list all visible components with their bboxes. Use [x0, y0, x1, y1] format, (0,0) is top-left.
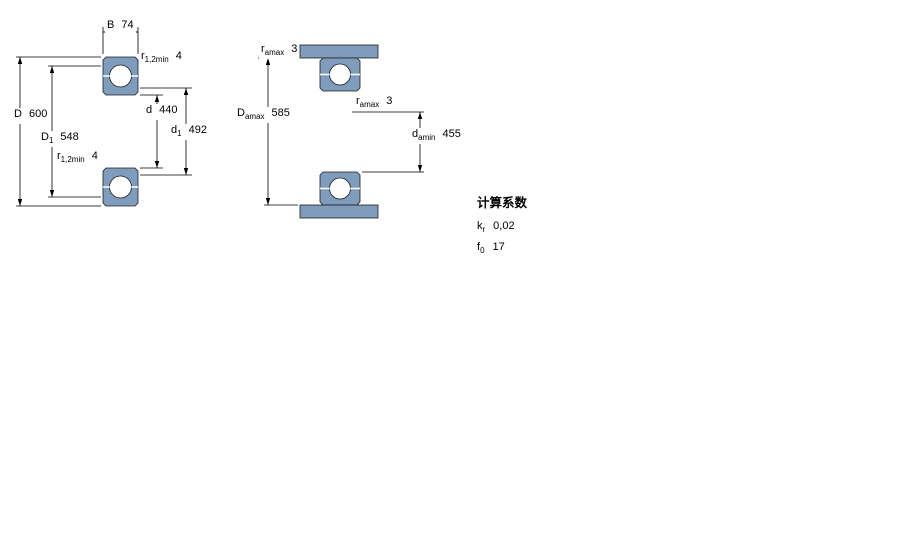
dim-label-ramax-mid: ramax 3	[354, 95, 395, 112]
dim-symbol: r	[57, 150, 61, 162]
dim-label-Damax: Damax 585	[235, 107, 292, 124]
dim-value: 4	[175, 50, 182, 62]
calculation-factors: 计算系数 kr 0,02 f0 17	[477, 192, 527, 262]
dim-value: 4	[91, 150, 98, 162]
dim-subscript: amax	[264, 48, 285, 58]
calculation-factors-title: 计算系数	[477, 196, 528, 210]
lower-ball	[109, 175, 132, 199]
dim-symbol: r	[356, 95, 360, 107]
factor-value: 17	[492, 241, 505, 254]
dim-value: 455	[442, 128, 461, 140]
extension-line-d1	[140, 87, 192, 176]
extension-line-damin	[352, 111, 424, 173]
dim-label-d1: d1 492	[169, 124, 209, 141]
calculation-factor-f0: f0 17	[477, 241, 527, 255]
shaft-abutment	[299, 204, 379, 219]
dim-subscript: 1,2min	[60, 155, 85, 165]
dim-value: 3	[291, 43, 298, 55]
dim-label-r12min-bottom: r1,2min 4	[55, 150, 100, 167]
housing-abutment	[299, 44, 379, 59]
factor-symbol: f	[477, 241, 481, 254]
dim-symbol: d	[171, 124, 178, 136]
dim-symbol: D	[14, 108, 22, 120]
dim-subscript: 1	[48, 136, 54, 146]
dim-symbol: d	[146, 104, 153, 116]
calculation-factor-kr: kr 0,02	[477, 220, 527, 234]
dim-symbol: r	[261, 43, 265, 55]
dim-label-ramax-top: ramax 3	[259, 43, 300, 60]
dim-value: 74	[121, 19, 134, 31]
factor-symbol: k	[477, 220, 483, 232]
extension-line-Damax	[258, 57, 298, 206]
dim-subscript: 1	[177, 129, 182, 139]
dim-label-damin: damin 455	[410, 128, 463, 145]
dim-value: 3	[386, 95, 393, 107]
lower-ball	[329, 177, 351, 200]
dim-label-B: B 74	[105, 19, 136, 36]
dim-symbol: B	[107, 19, 115, 31]
dim-label-d: d 440	[144, 104, 180, 121]
upper-ball	[109, 64, 132, 88]
dim-value: 492	[188, 124, 207, 136]
dim-symbol: d	[412, 128, 419, 140]
dim-subscript: amax	[244, 112, 265, 122]
factor-subscript: r	[482, 225, 486, 235]
dim-value: 440	[159, 104, 178, 116]
dim-label-D: D 600	[12, 108, 50, 125]
extension-line-D	[16, 56, 101, 207]
factor-value: 0,02	[493, 220, 515, 232]
dim-symbol: D	[237, 107, 245, 119]
dim-label-r12min-top: r1,2min 4	[139, 50, 184, 67]
dim-value: 600	[28, 108, 48, 120]
dim-subscript: amax	[359, 100, 380, 110]
dim-symbol: r	[141, 50, 145, 62]
dim-value: 585	[271, 107, 290, 119]
mounting-dimensions-drawing	[258, 44, 424, 219]
upper-ball	[329, 63, 351, 86]
dim-label-D1: D1 548	[39, 131, 81, 148]
dim-subscript: 1,2min	[144, 55, 169, 65]
factor-subscript: 0	[480, 246, 485, 256]
dim-symbol: D	[41, 131, 49, 143]
dim-value: 548	[60, 131, 79, 143]
extension-line-D1	[48, 65, 101, 198]
dim-subscript: amin	[418, 133, 436, 143]
